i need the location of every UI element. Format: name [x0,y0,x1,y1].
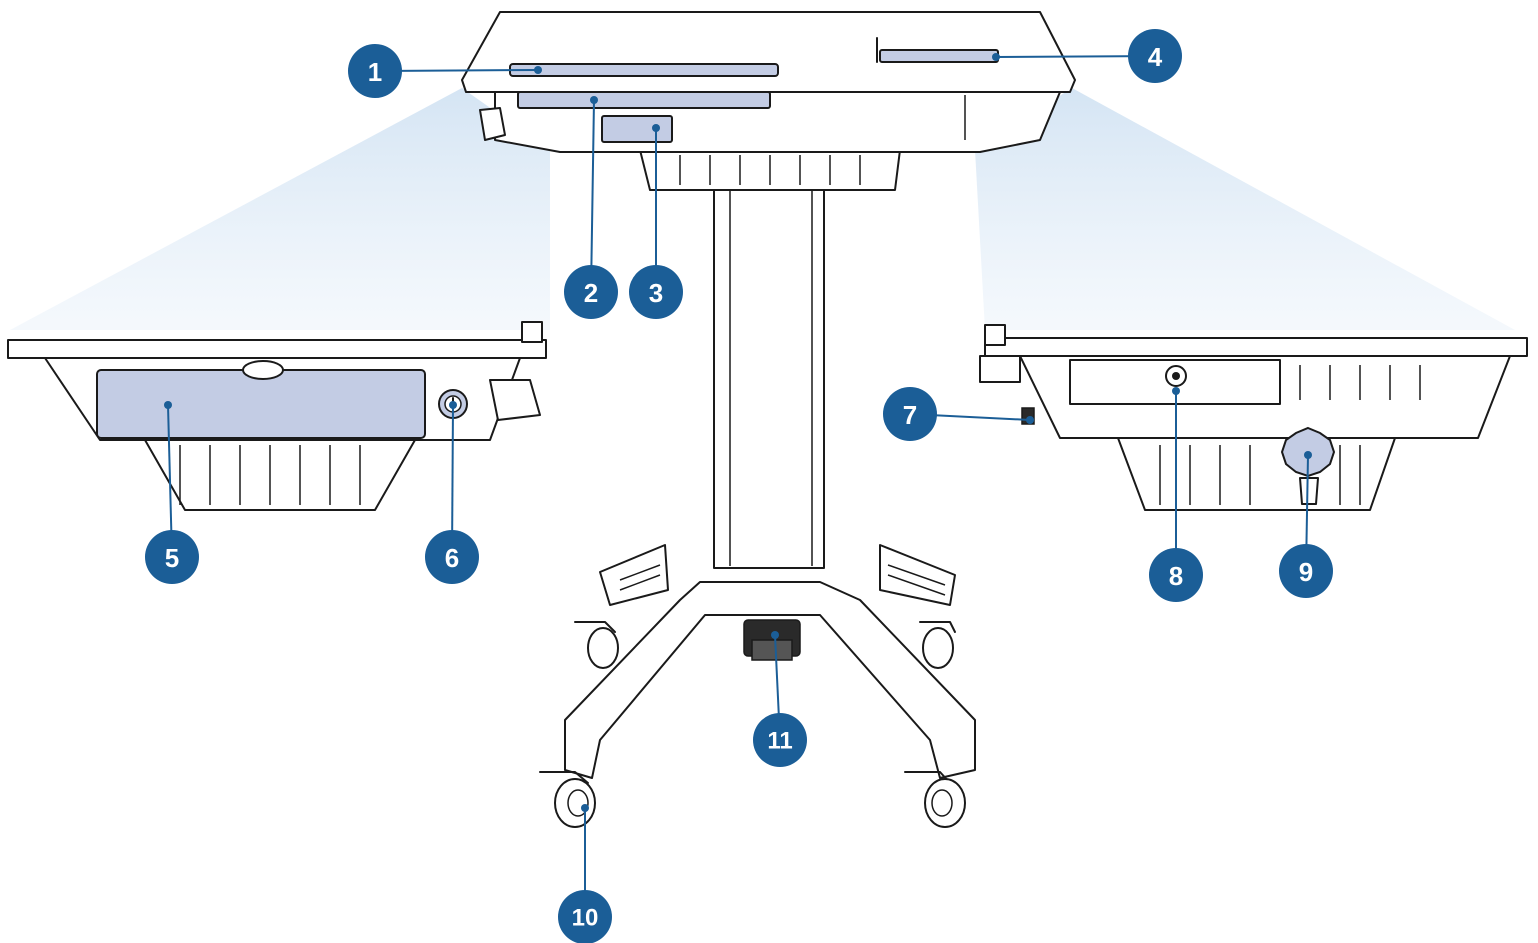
storage-drawer-5 [96,369,426,439]
caster-front-left [539,771,596,828]
callout-anchor-11 [771,631,779,639]
callout-badge-1: 1 [348,44,402,98]
callout-number-7: 7 [903,400,917,430]
cart-column [713,187,825,569]
power-port-8 [1165,365,1187,387]
right-zoom-beam [975,88,1515,330]
left-zoom-beam [10,88,550,330]
callout-number-11: 11 [767,728,792,755]
callout-anchor-7 [1026,416,1034,424]
callout-number-6: 6 [445,543,459,573]
callout-number-2: 2 [584,278,598,308]
callout-anchor-5 [164,401,172,409]
cart-main-view [461,11,1076,828]
foot-pedal [743,619,801,661]
callout-badge-6: 6 [425,530,479,584]
caster-rear-right [919,621,956,669]
caster-front-right [904,771,966,828]
callout-badge-10: 10 [558,890,612,943]
callout-leader-1 [374,69,539,72]
callout-anchor-3 [652,124,660,132]
callout-badge-2: 2 [564,265,618,319]
callout-badge-5: 5 [145,530,199,584]
callout-number-1: 1 [368,57,382,87]
left-side-detail-view [7,321,547,511]
front-handle-1 [509,63,779,77]
callout-anchor-10 [581,804,589,812]
callout-number-10: 10 [572,905,599,932]
callout-anchor-6 [449,401,457,409]
callout-badge-7: 7 [883,387,937,441]
cart-base [564,544,976,779]
scanner-holder-3 [601,115,673,143]
callout-anchor-1 [534,66,542,74]
caster-rear-left [574,621,619,669]
callout-anchor-2 [590,96,598,104]
callout-badge-4: 4 [1128,29,1182,83]
callout-badge-8: 8 [1149,548,1203,602]
callout-number-8: 8 [1169,561,1183,591]
callout-number-4: 4 [1148,42,1163,72]
callout-badge-9: 9 [1279,544,1333,598]
right-side-detail-view [979,324,1528,511]
callout-number-5: 5 [165,543,179,573]
callout-number-3: 3 [649,278,663,308]
callout-number-9: 9 [1299,557,1313,587]
callout-leader-2 [590,99,595,293]
callout-anchor-9 [1304,451,1312,459]
work-surface [461,11,1076,153]
callout-anchor-8 [1172,387,1180,395]
callout-anchor-4 [992,53,1000,61]
callout-badge-11: 11 [753,713,807,767]
cart-tray [639,149,901,191]
callout-badge-3: 3 [629,265,683,319]
callout-badges: 1 2 3 4 5 6 7 8 9 10 11 [145,29,1333,943]
keyboard-tray-2 [517,91,771,109]
